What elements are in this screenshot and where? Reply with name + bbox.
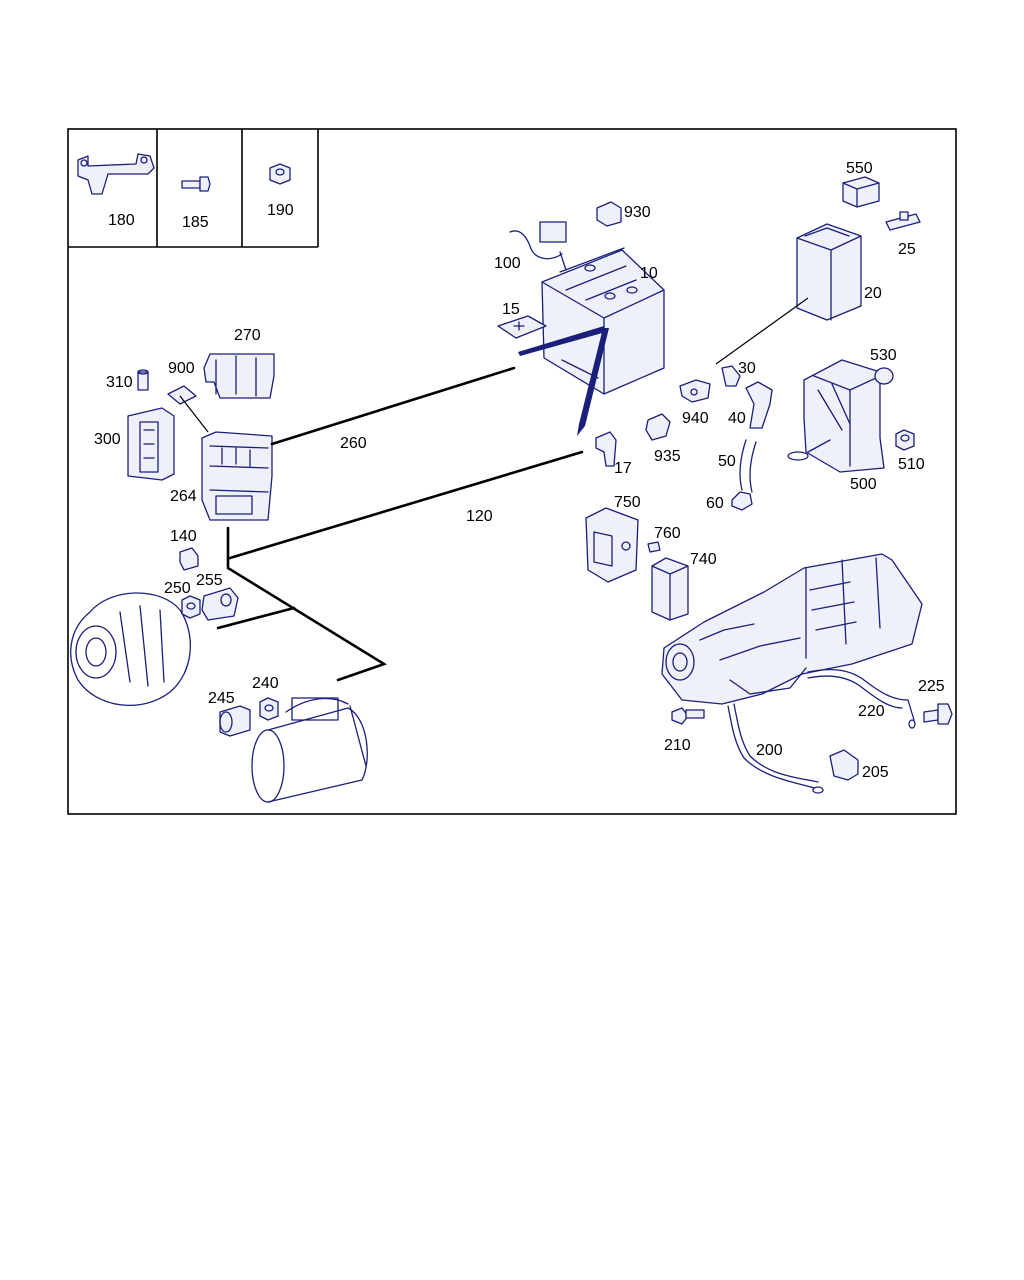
part-15-terminal-cap [497,315,547,339]
callout-40: 40 [728,410,746,427]
callout-530: 530 [870,347,897,364]
callout-205: 205 [862,764,889,781]
part-740-control-module [651,557,689,621]
callout-260: 260 [340,435,367,452]
part-50-hose [739,439,757,493]
part-17-terminal [595,431,617,467]
callout-510: 510 [898,456,925,473]
part-190-nut [269,163,291,185]
callout-300: 300 [94,431,121,448]
wire-260 [270,366,516,446]
callout-310: 310 [106,374,133,391]
part-530-nut [874,367,894,385]
callout-200: 200 [756,742,783,759]
wire-120 [228,450,584,560]
callout-50: 50 [718,453,736,470]
callout-60: 60 [706,495,724,512]
part-310-bolt [137,369,149,391]
callout-500: 500 [850,476,877,493]
callout-20: 20 [864,285,882,302]
diagram-frame [67,128,957,815]
battery-cables [518,326,609,436]
wiring-harness-lines [179,297,809,682]
part-510-nut [895,429,915,451]
part-25-connector [885,211,921,231]
callout-220: 220 [858,703,885,720]
callout-185: 185 [182,214,209,231]
part-245-sleeve [219,705,251,737]
callout-740: 740 [690,551,717,568]
part-550-relay [842,176,880,208]
callout-255: 255 [196,572,223,589]
callout-760: 760 [654,525,681,542]
callout-100: 100 [494,255,521,272]
part-210-bolt [671,707,705,725]
callout-264: 264 [170,488,197,505]
part-930-cap [596,201,622,227]
part-30-plug [721,365,741,387]
callout-labels: 180 185 190 550 930 25 100 10 20 15 270 … [94,160,945,781]
callout-140: 140 [170,528,197,545]
part-20-aux-battery [796,223,862,321]
part-60-grommet [731,491,753,511]
callout-750: 750 [614,494,641,511]
part-185-bolt [181,176,211,192]
callout-120: 120 [466,508,493,525]
part-750-bracket [585,507,639,583]
part-180-bracket [77,153,155,195]
part-940-sensor [679,379,711,403]
callout-940: 940 [682,410,709,427]
inset-boxes [68,129,319,248]
part-760-screw [647,541,661,553]
wire-alternator-branch [216,606,296,630]
part-40-vent-elbow [745,381,773,429]
callout-30: 30 [738,360,756,377]
callout-10: 10 [640,265,658,282]
callout-25: 25 [898,241,916,258]
callout-550: 550 [846,160,873,177]
part-935-cover [645,413,671,441]
part-205-clip [829,749,859,781]
part-255-cap [201,587,239,621]
callout-180: 180 [108,212,135,229]
part-500-battery-bracket [787,359,885,473]
callout-900: 900 [168,360,195,377]
part-100-cable [509,221,567,271]
alternator [70,592,191,706]
part-900-clip [167,385,197,405]
callout-15: 15 [502,301,520,318]
starter-motor [251,697,368,803]
callout-935: 935 [654,448,681,465]
callout-250: 250 [164,580,191,597]
part-200-ground-strap [727,703,824,794]
callout-210: 210 [664,737,691,754]
callout-245: 245 [208,690,235,707]
part-140-connector [179,547,199,571]
callout-270: 270 [234,327,261,344]
callout-190: 190 [267,202,294,219]
part-300-mount-plate [127,407,175,481]
part-264-fuse-box [201,431,273,521]
transmission-assembly [661,553,923,705]
part-220-ground-cable [807,668,916,729]
wire-main-branch [226,526,388,682]
callout-225: 225 [918,678,945,695]
callout-240: 240 [252,675,279,692]
part-225-bolt [923,703,953,725]
part-250-nut [181,595,201,619]
callout-17: 17 [614,460,632,477]
part-240-nut [259,697,279,721]
callout-930: 930 [624,204,651,221]
part-270-cover [203,353,275,399]
